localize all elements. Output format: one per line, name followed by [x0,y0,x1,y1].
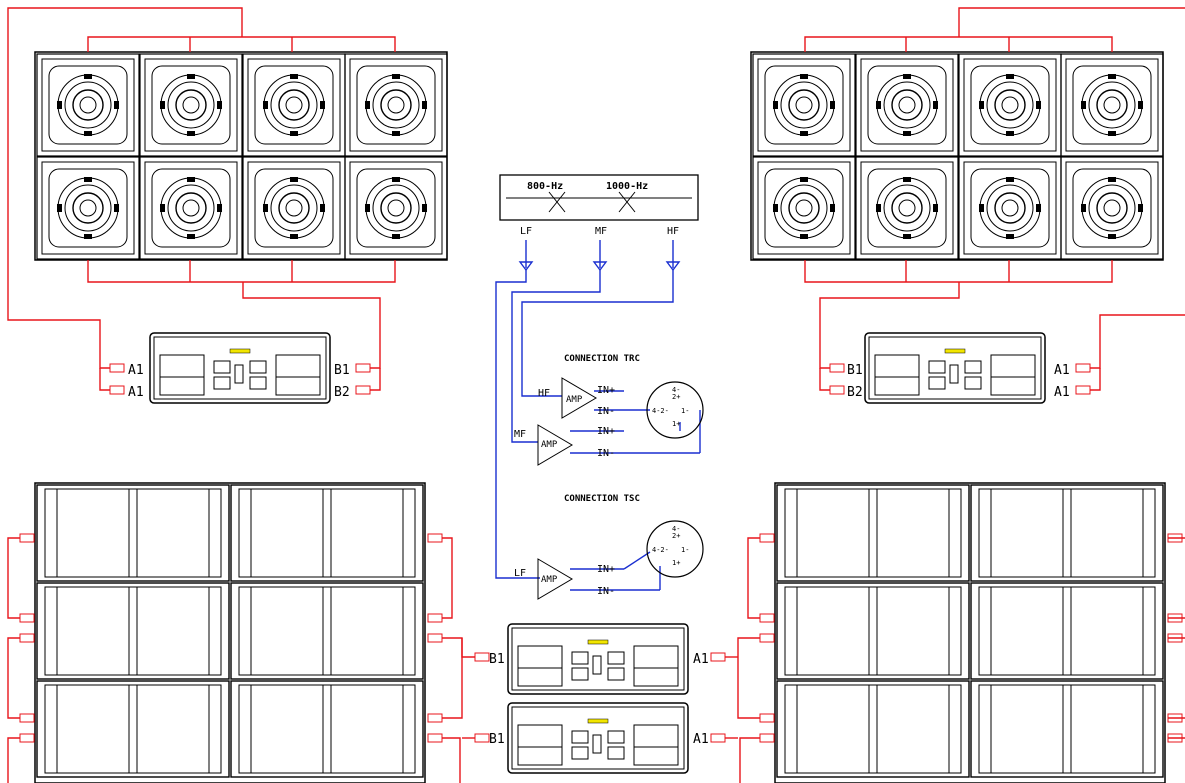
connection-tsc-title: CONNECTION TSC [564,494,640,504]
speakon-connector-icon: 4- 2+ 4-2- 1- 1+ [646,381,704,439]
svg-text:MF: MF [514,429,526,440]
speaker-driver-icon [855,156,959,260]
speaker-array-top-right [750,51,1164,261]
svg-text:AMP: AMP [566,395,583,405]
band-label-hf: HF [667,226,679,237]
svg-text:IN+: IN+ [597,426,615,437]
port-label: B1 [489,732,505,747]
speaker-driver-icon [752,156,856,260]
svg-text:4-: 4- [672,386,680,394]
speaker-driver-icon [242,53,346,157]
port-label: B1 [489,652,505,667]
amplifier-rack-bottom-upper: B1 A1 [474,623,726,695]
amplifier-rack-bottom-lower: B1 A1 [474,702,726,774]
svg-text:4-2-: 4-2- [652,546,669,554]
subwoofer-stack-right [774,482,1166,783]
amplifier-rack-left: A1 A1 B1 B2 [109,332,371,404]
connection-trc-title: CONNECTION TRC [564,354,640,364]
svg-text:IN-: IN- [597,406,615,417]
speaker-wiring-top-right [804,7,1185,391]
speaker-driver-icon [139,53,243,157]
svg-text:IN-: IN- [597,448,615,459]
speaker-driver-icon [36,156,140,260]
speaker-driver-icon [344,156,448,260]
subwoofer-stack-left [34,482,426,783]
amplifier-lf: LF AMP [514,558,573,600]
speaker-driver-icon [242,156,346,260]
speakon-connector-icon: 4- 2+ 4-2- 1- 1+ [646,520,704,578]
speaker-driver-icon [1060,53,1164,157]
amplifier-rack-right: B1 B2 A1 A1 [829,332,1091,404]
speaker-array-top-left [34,51,448,261]
port-label: B2 [334,385,350,400]
svg-text:LF: LF [514,568,526,579]
speaker-wiring-bottom [7,537,1185,783]
svg-text:4-2-: 4-2- [652,407,669,415]
connector-boxes-bottom [19,533,1183,743]
svg-text:IN+: IN+ [597,564,615,575]
svg-text:HF: HF [538,388,550,399]
amplifier-mf: MF AMP [514,424,573,466]
speaker-driver-icon [344,53,448,157]
port-label: A1 [128,385,144,400]
crossover-box: 800-Hz 1000-Hz LF MF HF [499,174,699,237]
speaker-driver-icon [958,53,1062,157]
input-labels: IN+ IN- IN+ IN- IN+ IN- [597,385,615,597]
port-label: A1 [693,652,709,667]
speaker-driver-icon [958,156,1062,260]
band-label-lf: LF [520,226,532,237]
svg-text:AMP: AMP [541,575,558,585]
port-label: B1 [847,363,863,378]
svg-text:IN-: IN- [597,586,615,597]
svg-text:1-: 1- [681,407,689,415]
svg-text:AMP: AMP [541,440,558,450]
speaker-driver-icon [36,53,140,157]
svg-text:1+: 1+ [672,559,680,567]
speaker-driver-icon [139,156,243,260]
crossover-freq-high: 1000-Hz [606,181,648,192]
svg-text:1-: 1- [681,546,689,554]
amplifier-hf: HF AMP [538,377,597,419]
band-label-mf: MF [595,226,607,237]
port-label: B1 [334,363,350,378]
speaker-driver-icon [1060,156,1164,260]
speaker-driver-icon [855,53,959,157]
port-label: B2 [847,385,863,400]
svg-text:1+: 1+ [672,420,680,428]
svg-text:4-: 4- [672,525,680,533]
speaker-wiring-top-left [7,7,396,391]
signal-wiring [495,240,701,591]
speaker-driver-icon [752,53,856,157]
svg-text:2+: 2+ [672,532,680,540]
port-label: A1 [693,732,709,747]
svg-text:2+: 2+ [672,393,680,401]
svg-text:IN+: IN+ [597,385,615,396]
crossover-freq-low: 800-Hz [527,181,563,192]
port-label: A1 [128,363,144,378]
port-label: A1 [1054,363,1070,378]
port-label: A1 [1054,385,1070,400]
